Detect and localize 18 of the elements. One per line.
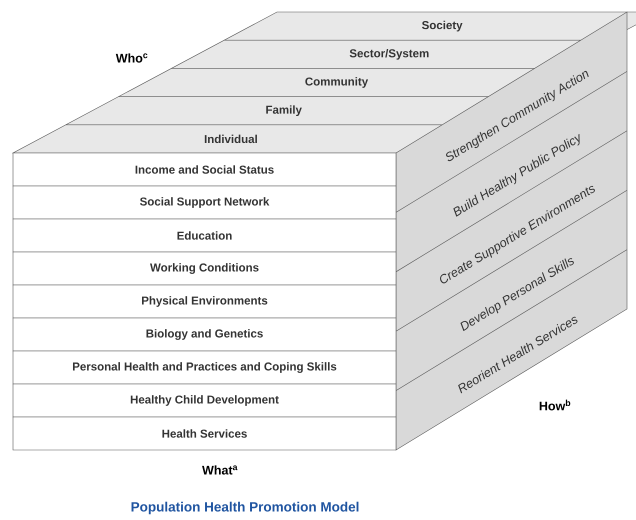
front-row: Health Services (12, 416, 396, 450)
strip-label: Society (422, 20, 462, 32)
strip-label: Community (305, 77, 368, 88)
strip-label: Individual (204, 134, 257, 144)
front-row: Income and Social Status (12, 152, 396, 186)
axis-label: Who$^{c}$ (116, 53, 148, 63)
front-row: Personal Health and Practices and Coping Skills (12, 350, 396, 384)
front-row: Working Conditions (12, 252, 396, 286)
front-row: Social Support Network (12, 186, 396, 220)
front-row: Education (12, 218, 396, 252)
axis-label: What$^{a}$ (202, 465, 238, 475)
front-row: Healthy Child Development (12, 384, 396, 418)
axis-label: How$^{b}$ (540, 400, 570, 410)
strip-label: Sector/System (350, 48, 429, 60)
front-row: Physical Environments (12, 284, 396, 318)
strip-label: Family (266, 105, 302, 116)
front-row: Biology and Genetics (12, 318, 396, 352)
caption: Population Health Promotion Model (132, 502, 358, 514)
